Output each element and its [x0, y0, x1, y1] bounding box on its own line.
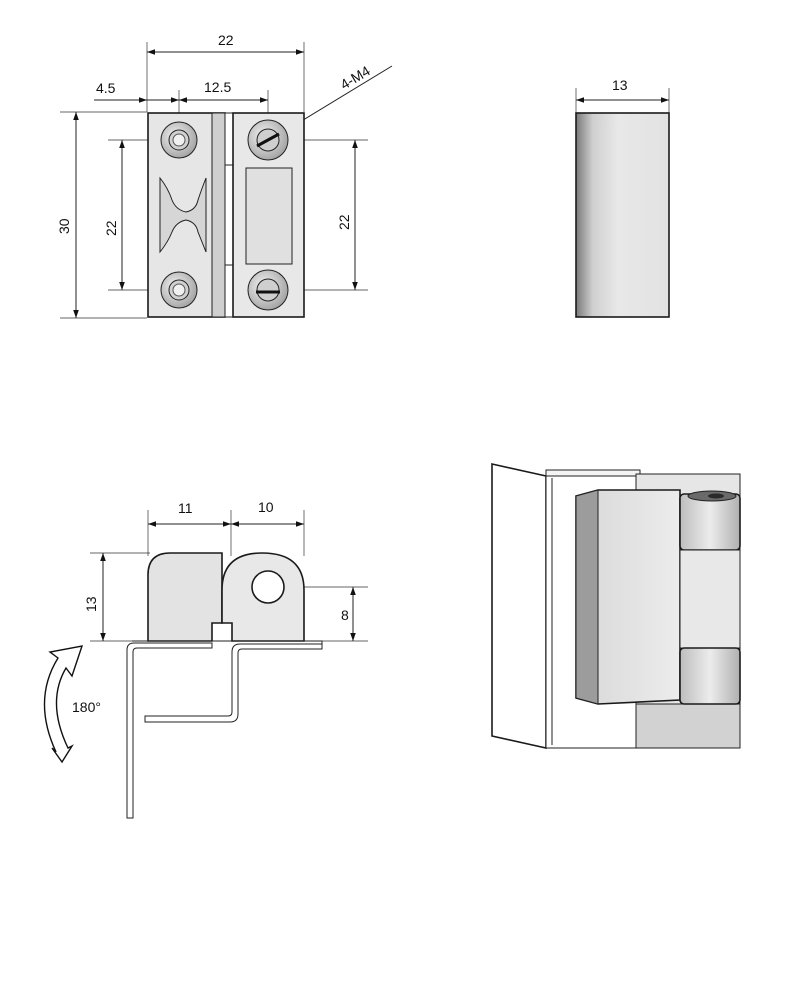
iso-knuckle-middle: [679, 549, 741, 649]
hole-bottom-left: [160, 271, 198, 309]
iso-panel-left: [491, 463, 547, 749]
left-leaf: [147, 112, 226, 318]
recess-pocket: [245, 167, 293, 265]
front-view: 22 4.5 12.5 4-M4 30 22 22: [56, 32, 393, 319]
screw-top-right: [247, 119, 289, 161]
dim-thickness: 13: [612, 77, 628, 93]
mounting-leaf-right: [144, 643, 323, 723]
side-block: [575, 112, 670, 318]
isometric-view: [491, 463, 741, 749]
dim-leaf-right: 10: [258, 499, 274, 515]
iso-knuckle-bottom: [679, 647, 741, 705]
side-view: 13: [575, 77, 670, 318]
dim-height-total: 30: [56, 218, 72, 234]
dim-leaf-left: 11: [178, 500, 193, 516]
rotation-arrow: [43, 645, 84, 764]
screw-bottom-right: [247, 269, 289, 311]
dim-width-total: 22: [218, 32, 234, 48]
dim-section-height: 13: [83, 596, 99, 612]
mounting-leaf-left: [126, 642, 213, 819]
hole-top-left: [160, 121, 198, 159]
pivot-hole: [251, 570, 285, 604]
dim-hole-spacing-v-left: 22: [103, 220, 119, 236]
dim-edge-offset: 4.5: [96, 80, 116, 96]
dim-hole-spacing-v-right: 22: [336, 214, 352, 230]
center-gap: [224, 112, 234, 318]
section-view: 11 10 13 8 180°: [43, 499, 368, 819]
dim-pivot-height: 8: [341, 607, 349, 623]
section-left-block: [147, 552, 223, 642]
iso-knuckle-top: [679, 490, 741, 551]
slot-cutout: [159, 176, 207, 254]
rotation-label: 180°: [72, 699, 101, 715]
right-leaf: [232, 112, 305, 318]
dim-hole-spacing-h: 12.5: [204, 79, 231, 95]
